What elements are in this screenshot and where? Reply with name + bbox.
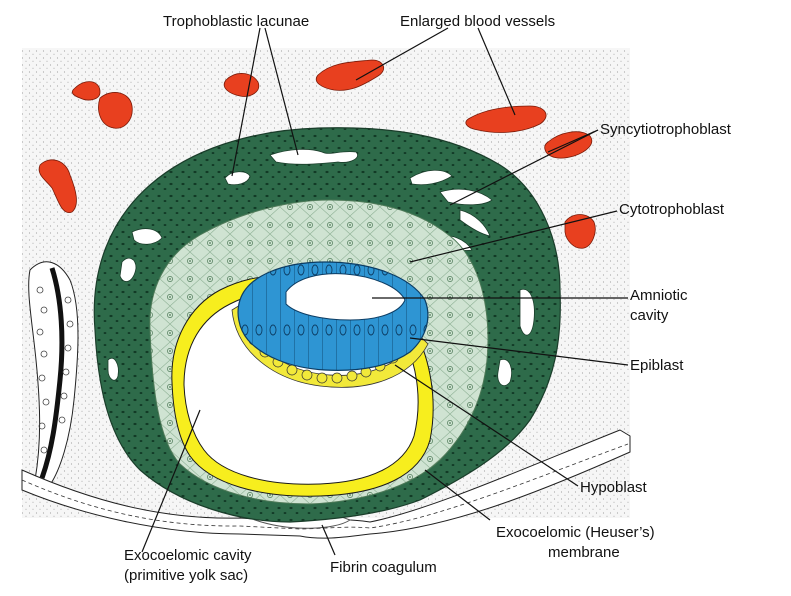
- label-hypoblast: Hypoblast: [580, 479, 648, 496]
- label-amniotic-cavity-2: cavity: [630, 307, 669, 324]
- label-syncytiotrophoblast: Syncytiotrophoblast: [600, 121, 732, 138]
- uterine-gland: [28, 261, 79, 486]
- label-enlarged-blood-vessels: Enlarged blood vessels: [400, 13, 555, 30]
- label-exocoelomic-cavity-2: (primitive yolk sac): [124, 567, 248, 584]
- label-cytotrophoblast: Cytotrophoblast: [619, 201, 725, 218]
- label-amniotic-cavity-1: Amniotic: [630, 287, 688, 304]
- label-epiblast: Epiblast: [630, 357, 684, 374]
- label-exocoelomic-membrane-1: Exocoelomic (Heuser’s): [496, 524, 655, 541]
- label-exocoelomic-membrane-2: membrane: [548, 544, 620, 561]
- label-exocoelomic-cavity-1: Exocoelomic cavity: [124, 547, 252, 564]
- label-fibrin-coagulum: Fibrin coagulum: [330, 559, 437, 576]
- label-trophoblastic-lacunae: Trophoblastic lacunae: [163, 13, 309, 30]
- trophoblastic-lacunae: [107, 148, 535, 386]
- leader-lines: [141, 27, 629, 556]
- amniotic-cavity: [285, 273, 406, 321]
